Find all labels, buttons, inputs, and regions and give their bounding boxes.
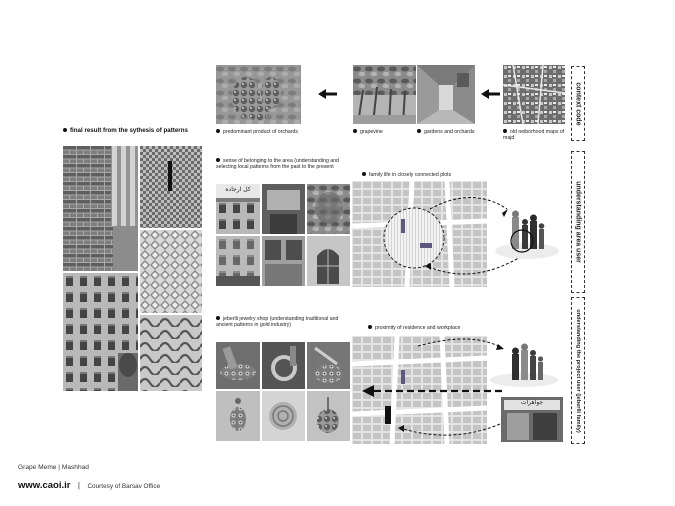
belonging-photo-shopfront	[216, 184, 260, 234]
pattern-photo-windows	[63, 273, 138, 391]
belonging-photo-storefront	[262, 184, 305, 234]
bullet-icon	[353, 129, 357, 133]
jewelry-photo-craft	[216, 342, 260, 389]
jewelry-photo-pendant	[307, 391, 350, 441]
family-life-label: family life in closely connected plots	[362, 172, 502, 178]
footer-separator: |	[77, 481, 80, 490]
caption-old-maps: old neiborhood maps of majd	[503, 129, 565, 142]
orchard-product-photo	[216, 65, 301, 124]
family-plots-map	[352, 181, 562, 287]
pattern-photo-waves	[140, 315, 202, 391]
jewelry-photo-earring	[216, 391, 260, 441]
project-caption: Grape Meme | Mashhad	[18, 464, 89, 471]
caption-orchard-product: predominant product of orchards	[216, 129, 326, 135]
bullet-icon	[417, 129, 421, 133]
bullet-icon	[216, 316, 220, 320]
bullet-icon	[63, 128, 67, 132]
jewelry-photo-coin	[262, 391, 305, 441]
caption-grapevine: grapevine	[353, 129, 413, 135]
courtesy-text: Courtesy of Barsav Office	[87, 483, 161, 490]
belonging-photo-facade	[262, 236, 305, 286]
jewelry-photo-tools	[307, 342, 350, 389]
side-label-understanding-project-user: understanding the project user (jeberlli…	[575, 308, 581, 433]
shop-sign-text: کل ارجاده	[225, 186, 251, 193]
bullet-icon	[216, 129, 220, 133]
side-label-context-code: context code	[574, 81, 582, 126]
proximity-label: proximity of residence and workplace	[368, 325, 508, 331]
old-neighborhood-map	[503, 65, 565, 124]
site-url[interactable]: www.caoi.ir	[18, 480, 71, 491]
bullet-icon	[216, 158, 220, 162]
bullet-icon	[503, 129, 507, 133]
belonging-photo-tree	[307, 184, 350, 234]
jewelry-shop-sign-text: جواهرات	[520, 399, 544, 406]
grapevine-photo	[353, 65, 416, 124]
side-box-understanding-project-user: understanding the project user (jeberlli…	[571, 297, 585, 444]
jewelry-photo-ring	[262, 342, 305, 389]
jewelry-shop-label: jeberlli jewelry shop (understanding tra…	[216, 316, 339, 329]
arrow-left-icon	[318, 89, 337, 99]
gardens-orchards-photo	[417, 65, 475, 124]
side-label-understanding-area-user: understanding area user	[574, 181, 582, 263]
arrow-left-icon	[481, 89, 500, 99]
belonging-photo-arch-window	[307, 236, 350, 286]
caption-gardens-orchards: gardens and orchards	[417, 129, 497, 135]
pattern-photo-diamond	[140, 230, 202, 313]
belonging-label: sense of belonging to the area (understa…	[216, 158, 339, 171]
footer-credit-line: www.caoi.ir | Courtesy of Barsav Office	[18, 475, 160, 493]
pattern-photo-brick-facade	[63, 146, 138, 271]
belonging-photo-building	[216, 236, 260, 286]
side-box-understanding-area-user: understanding area user	[571, 151, 585, 293]
jewelry-storefront-photo	[501, 397, 563, 442]
bullet-icon	[368, 325, 372, 329]
pattern-photo-checker	[140, 146, 202, 228]
final-result-label: final result from the sythesis of patter…	[63, 127, 188, 134]
side-box-context-code: context code	[571, 66, 585, 141]
bullet-icon	[362, 172, 366, 176]
